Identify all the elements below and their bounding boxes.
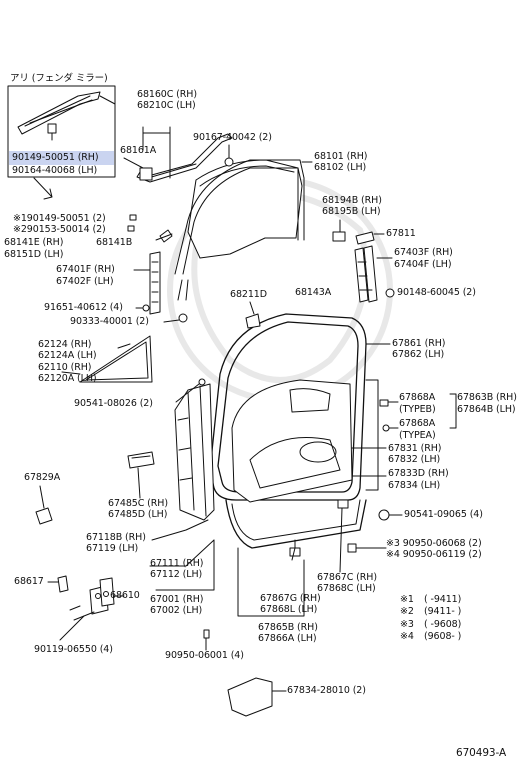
label-67865b: 67865B (RH)	[258, 622, 318, 633]
label-90950-06068: ※3 90950-06068 (2)	[386, 538, 482, 549]
label-62120a: 62120A (LH)	[38, 373, 97, 384]
label-67829a: 67829A	[24, 472, 61, 483]
label-67002: 67002 (LH)	[150, 605, 203, 616]
label-90950-06119: ※4 90950-06119 (2)	[386, 549, 482, 560]
door-shell-67001	[174, 383, 215, 521]
label-68160c: 68160C (RH)	[137, 89, 197, 100]
label-67112: 67112 (LH)	[150, 569, 203, 580]
label-68211d: 68211D	[230, 289, 267, 300]
label-67866a: 67866A (LH)	[258, 633, 317, 644]
part-68194b	[332, 231, 346, 242]
label-68194b: 68194B (RH)	[322, 195, 382, 206]
label-67833d: 67833D (RH)	[388, 468, 449, 479]
door-sash-frame	[174, 159, 305, 301]
label-68141e: 68141E (RH)	[4, 237, 64, 248]
label-67811: 67811	[386, 228, 416, 239]
label-90149-50051: 90149-50051 (RH)	[12, 152, 99, 163]
label-90119-06550: 90119-06550 (4)	[34, 644, 113, 655]
pad-67834-28010	[227, 677, 273, 717]
rear-guide-67403f	[354, 245, 378, 303]
label-62124: 62124 (RH)	[38, 339, 92, 350]
label-67861: 67861 (RH)	[392, 338, 446, 349]
label-typea: (TYPEA)	[399, 430, 436, 441]
label-68195b: 68195B (LH)	[322, 206, 381, 217]
footnote-4-range: (9608- )	[424, 631, 462, 642]
label-90167-40042: 90167-40042 (2)	[193, 132, 272, 143]
label-90333-40001: 90333-40001 (2)	[70, 316, 149, 327]
label-67868c: 67868C (LH)	[317, 583, 376, 594]
label-68141b: 68141B	[96, 237, 133, 248]
label-67868a-typea: 67868A	[399, 418, 436, 429]
label-62110: 62110 (RH)	[38, 362, 92, 373]
footnote-3-mark: ※3	[400, 619, 414, 630]
label-68617: 68617	[14, 576, 44, 587]
label-67119: 67119 (LH)	[86, 543, 139, 554]
label-67001: 67001 (RH)	[150, 594, 204, 605]
label-68143a: 68143A	[295, 287, 332, 298]
label-67867g: 67867G (RH)	[260, 593, 321, 604]
footnote-4-mark: ※4	[400, 631, 414, 642]
footnote-2-range: (9411- )	[424, 606, 462, 617]
door-trim-67831	[231, 379, 353, 503]
label-67485d: 67485D (LH)	[108, 509, 168, 520]
label-90541-08026: 90541-08026 (2)	[74, 398, 153, 409]
label-67862: 67862 (LH)	[392, 349, 445, 360]
label-90541-09065: 90541-09065 (4)	[404, 509, 483, 520]
label-67118b: 67118B (RH)	[86, 532, 146, 543]
inset-mirror-part	[17, 91, 101, 141]
inset-arrow	[33, 177, 53, 200]
footnote-1-range: ( -9411)	[424, 594, 462, 605]
diagram-id: 670493-A	[456, 747, 507, 759]
quarter-glass-62110	[79, 335, 153, 383]
hinge-68610	[89, 577, 115, 615]
label-67111: 67111 (RH)	[150, 558, 204, 569]
label-typeb: (TYPEB)	[399, 404, 436, 415]
label-68210c: 68210C (LH)	[137, 100, 196, 111]
label-note-290153: ※290153-50014 (2)	[13, 224, 106, 235]
handle-67485c	[127, 451, 155, 469]
label-67401f: 67401F (RH)	[56, 264, 115, 275]
label-90950-06001: 90950-06001 (4)	[165, 650, 244, 661]
highlight-90149-50051	[9, 151, 114, 165]
label-67834: 67834 (LH)	[388, 480, 441, 491]
label-67834-28010: 67834-28010 (2)	[287, 685, 366, 696]
footnote-3-range: ( -9608)	[424, 619, 462, 630]
label-67868l: 67868L (LH)	[260, 604, 318, 615]
label-68151d: 68151D (LH)	[4, 249, 64, 260]
cover-67829a	[35, 507, 53, 525]
label-91651-40612: 91651-40612 (4)	[44, 302, 123, 313]
label-67864b: 67864B (LH)	[457, 404, 516, 415]
part-67811	[355, 231, 375, 245]
clip-68161a	[139, 167, 153, 181]
rail-67401f	[149, 251, 161, 315]
label-67867c: 67867C (RH)	[317, 572, 377, 583]
label-67831: 67831 (RH)	[388, 443, 442, 454]
label-68161a: 68161A	[120, 145, 157, 156]
footnote-1-mark: ※1	[400, 594, 414, 605]
door-glass-68101	[187, 159, 303, 259]
label-68102: 68102 (LH)	[314, 162, 367, 173]
label-68610: 68610	[110, 590, 140, 601]
label-67402f: 67402F (LH)	[56, 276, 114, 287]
label-67403f: 67403F (RH)	[394, 247, 453, 258]
label-note-190149: ※190149-50051 (2)	[13, 213, 106, 224]
label-68101: 68101 (RH)	[314, 151, 368, 162]
label-67863b: 67863B (RH)	[457, 392, 517, 403]
label-67868a-typeb: 67868A	[399, 392, 436, 403]
label-67832: 67832 (LH)	[388, 454, 441, 465]
inset-box	[7, 85, 116, 178]
label-67404f: 67404F (LH)	[394, 259, 452, 270]
footnote-2-mark: ※2	[400, 606, 414, 617]
inset-title: アリ (フェンダ ミラー)	[10, 73, 108, 84]
label-90148-60045: 90148-60045 (2)	[397, 287, 476, 298]
label-90164-40068: 90164-40068 (LH)	[12, 165, 98, 176]
label-62124a: 62124A (LH)	[38, 350, 97, 361]
label-67485c: 67485C (RH)	[108, 498, 168, 509]
